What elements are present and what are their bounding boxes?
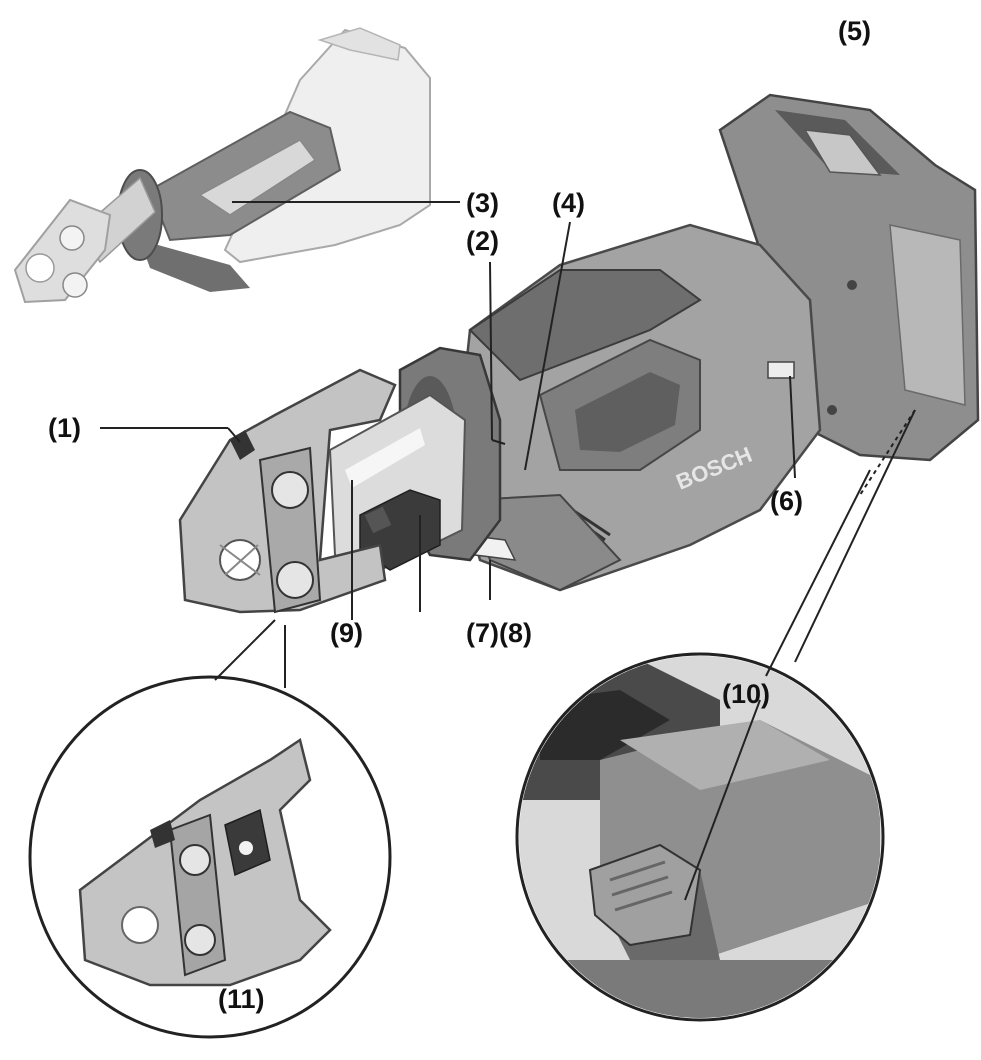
callout-1: (1) — [48, 413, 81, 443]
ghost-tool-illustration — [13, 27, 431, 304]
callout-9: (9) — [330, 618, 363, 648]
callout-2: (2) — [466, 226, 499, 256]
leader-2 — [489, 261, 493, 441]
leader-6 — [789, 375, 796, 479]
callout-7-8: (7)(8) — [466, 618, 532, 648]
callout-5: (5) — [838, 16, 871, 46]
main-tool-illustration: BOSCH — [178, 93, 980, 614]
callout-4: (4) — [552, 188, 585, 218]
callout-11: (11) — [218, 984, 265, 1014]
zoom-detail-jaw — [28, 675, 392, 1039]
callout-labels: (1) (2) (3) (4) (5) (6) (7)(8) (9) (10) … — [48, 16, 871, 1014]
leader-4 — [524, 221, 571, 471]
callout-6: (6) — [770, 486, 803, 516]
battery-release-button — [588, 843, 702, 947]
callout-3: (3) — [466, 188, 499, 218]
leader-lines — [100, 201, 916, 901]
leader-10 — [684, 699, 761, 901]
zoom-detail-battery — [515, 652, 885, 1022]
callout-10: (10) — [722, 679, 770, 709]
switch-6 — [767, 361, 795, 379]
battery-release-top — [803, 129, 882, 176]
